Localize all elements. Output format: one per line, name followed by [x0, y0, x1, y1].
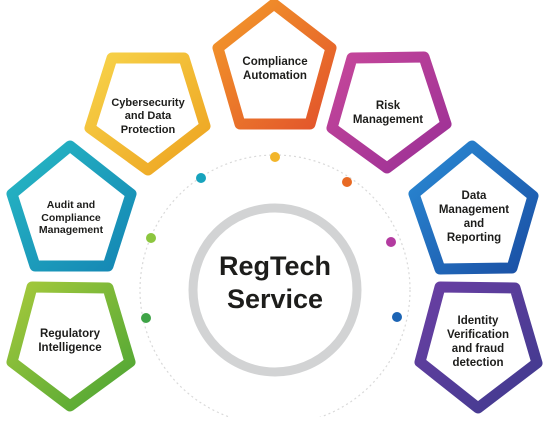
center-ring: [188, 203, 362, 377]
node-regulatory-intelligence-label: Regulatory Intelligence: [38, 328, 102, 354]
node-cybersecurity-shape: [84, 52, 211, 176]
node-risk-management-label: Risk Management: [352, 100, 424, 126]
orbit-dot-lightgreen: [146, 233, 156, 243]
node-data-management-shape: [408, 140, 539, 275]
orbit-dot-yellow: [270, 152, 280, 162]
node-audit-compliance-label: Audit and Compliance Management: [38, 199, 104, 237]
node-data-management-label: Data Management and Reporting: [438, 190, 510, 244]
orbit-dot-green: [141, 313, 151, 323]
orbit-dot-magenta: [386, 237, 396, 247]
node-identity-verification-shape: [414, 281, 543, 414]
center-title: RegTech Service: [190, 250, 360, 316]
node-regulatory-intelligence-shape: [6, 281, 136, 412]
orbit-dot-teal: [196, 173, 206, 183]
center-title-line1: RegTech: [218, 251, 332, 281]
node-audit-compliance-shape: [6, 140, 137, 272]
center-title-line2: Service: [226, 283, 324, 314]
orbit-dot-orange: [342, 177, 352, 187]
node-compliance-automation-label: Compliance Automation: [242, 56, 308, 82]
node-compliance-automation-shape: [212, 0, 337, 130]
node-identity-verification-label: Identity Verification and fraud detectio…: [447, 315, 509, 369]
node-cybersecurity-label: Cybersecurity and Data Protection: [111, 97, 185, 136]
orbit-dot-blue: [392, 312, 402, 322]
node-risk-management-shape: [326, 51, 452, 174]
